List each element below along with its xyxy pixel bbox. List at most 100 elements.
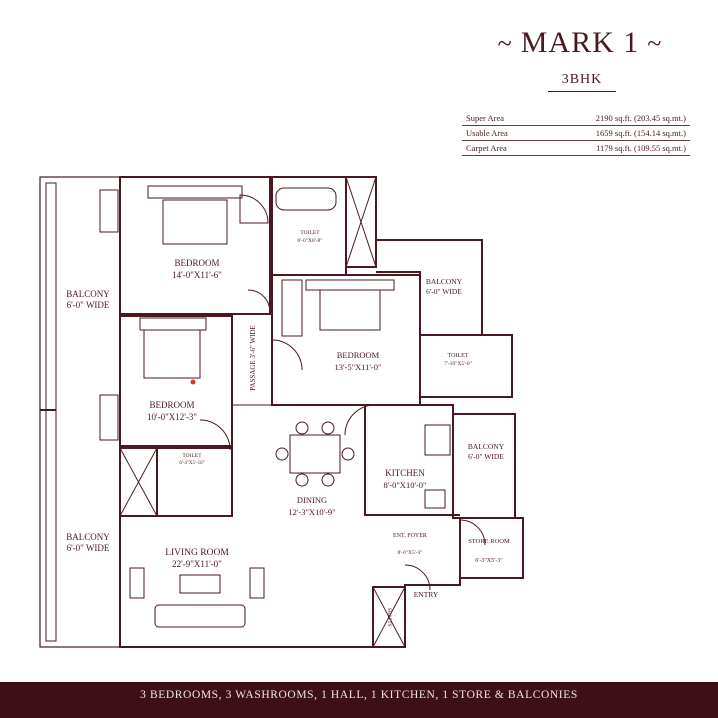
area-value: 1659 sq.ft. (154.14 sq.mt.) bbox=[538, 125, 690, 141]
kitchen-hob bbox=[424, 424, 451, 456]
furniture bbox=[99, 185, 451, 628]
bed-1 bbox=[162, 199, 228, 245]
balcony-right-mid-walls bbox=[452, 413, 516, 519]
toilet2-walls bbox=[419, 334, 513, 398]
area-row: Super Area 2190 sq.ft. (203.45 sq.mt.) bbox=[462, 111, 690, 126]
dining-size: 12'-3"X10'-9" bbox=[288, 507, 335, 517]
plan-title: ~MARK 1~ bbox=[470, 26, 690, 60]
duct-cross bbox=[119, 447, 158, 517]
bedroom1-label: BEDROOM bbox=[174, 258, 219, 268]
bed-2-headboard bbox=[305, 279, 395, 291]
area-table: Super Area 2190 sq.ft. (203.45 sq.mt.) U… bbox=[462, 111, 690, 156]
living-size: 22'-9"X11'-0" bbox=[172, 559, 222, 569]
plan-subtitle: 3BHK bbox=[548, 72, 616, 92]
living-label: LIVING ROOM bbox=[165, 548, 229, 558]
dining-chair bbox=[341, 447, 355, 461]
door-swing bbox=[459, 519, 486, 546]
balcony-right-mid-label: BALCONY bbox=[468, 442, 505, 451]
area-label: Carpet Area bbox=[462, 140, 539, 156]
dining-chair bbox=[275, 447, 289, 461]
room-labels: BEDROOM 14'-0"X11'-6" BEDROOM 13'-5"X11'… bbox=[66, 230, 510, 627]
foyer-size: 8'-0"X5'-3" bbox=[397, 550, 422, 556]
dining-table bbox=[289, 434, 341, 474]
window-bay bbox=[99, 189, 119, 233]
balcony-right-top-size: 6'-0" WIDE bbox=[426, 287, 462, 296]
balcony-left-bottom-label: BALCONY bbox=[66, 532, 110, 542]
door-swing bbox=[247, 289, 271, 313]
bed-2 bbox=[319, 289, 381, 331]
store-label: STORE ROOM bbox=[468, 538, 510, 545]
door-swing bbox=[239, 194, 269, 224]
wardrobe bbox=[281, 279, 303, 337]
toilet3-size: 6'-4"X5'-10" bbox=[179, 461, 204, 466]
bed-1-headboard bbox=[147, 185, 243, 199]
walls bbox=[39, 176, 524, 648]
foyer-label: ENT. FOYER bbox=[393, 533, 427, 539]
location-marker bbox=[190, 379, 196, 385]
store-walls bbox=[459, 517, 524, 579]
bed-3 bbox=[143, 329, 201, 379]
bedroom1-size: 14'-0"X11'-6" bbox=[172, 270, 222, 280]
title-tilde-right: ~ bbox=[647, 29, 663, 58]
toilet3-label: TOILET bbox=[182, 453, 202, 459]
kitchen-walls bbox=[364, 404, 454, 516]
toilet1-size: 6'-0"X8'-8" bbox=[297, 238, 322, 244]
armchair bbox=[249, 567, 265, 599]
title-text: MARK 1 bbox=[520, 26, 640, 59]
dining-chair bbox=[295, 473, 309, 487]
bathtub bbox=[275, 187, 337, 211]
bedroom2-walls bbox=[271, 274, 421, 406]
kitchen-size: 8'-0"X10'-0" bbox=[383, 480, 426, 490]
passage-label: PASSAGE 3'-6" WIDE bbox=[249, 325, 257, 391]
window-bay bbox=[99, 394, 119, 441]
area-row: Carpet Area 1179 sq.ft. (109.55 sq.mt.) bbox=[462, 140, 690, 156]
area-row: Usable Area 1659 sq.ft. (154.14 sq.mt.) bbox=[462, 125, 690, 141]
shaft-label: SHAFTS bbox=[386, 608, 391, 627]
balcony-right-top-label: BALCONY bbox=[426, 277, 463, 286]
shaft-cross bbox=[345, 176, 377, 268]
bedroom3-label: BEDROOM bbox=[149, 400, 194, 410]
balcony-left-bottom-size: 6'-0" WIDE bbox=[67, 543, 110, 553]
left-balcony-frame bbox=[39, 176, 121, 648]
bed-3-headboard bbox=[139, 317, 207, 331]
footer-text: 3 BEDROOMS, 3 WASHROOMS, 1 HALL, 1 KITCH… bbox=[140, 689, 578, 701]
floor-plan: BEDROOM 14'-0"X11'-6" BEDROOM 13'-5"X11'… bbox=[39, 176, 524, 648]
title-tilde-left: ~ bbox=[497, 29, 513, 58]
toilet3-walls bbox=[119, 447, 233, 517]
bedroom2-label: BEDROOM bbox=[337, 350, 380, 360]
bedroom3-walls bbox=[119, 315, 233, 447]
area-value: 2190 sq.ft. (203.45 sq.mt.) bbox=[538, 111, 690, 126]
dining-chair bbox=[321, 421, 335, 435]
dining-chair bbox=[295, 421, 309, 435]
toilet2-size: 7'-10"X5'-0" bbox=[444, 361, 472, 367]
toilet2-label: TOILET bbox=[448, 353, 469, 359]
door-swing bbox=[271, 339, 303, 371]
area-label: Usable Area bbox=[462, 125, 539, 141]
footer-bar bbox=[0, 682, 718, 718]
entry-label: ENTRY bbox=[414, 590, 439, 599]
area-value: 1179 sq.ft. (109.55 sq.mt.) bbox=[538, 140, 690, 156]
shaft-cross bbox=[372, 586, 406, 648]
dining-label: DINING bbox=[297, 495, 327, 505]
toilet1-label: TOILET bbox=[300, 230, 320, 236]
balcony-left-top-size: 6'-0" WIDE bbox=[67, 300, 110, 310]
door-swing bbox=[199, 419, 231, 451]
armchair bbox=[129, 567, 145, 599]
balcony-right-mid-size: 6'-0" WIDE bbox=[468, 452, 504, 461]
shaft-top bbox=[345, 176, 377, 268]
area-label: Super Area bbox=[462, 111, 539, 126]
left-balcony-rail bbox=[45, 182, 57, 642]
kitchen-sink bbox=[424, 489, 446, 509]
door-swing bbox=[404, 564, 431, 591]
sofa bbox=[154, 604, 246, 628]
door-swing bbox=[344, 404, 376, 436]
dining-chair bbox=[321, 473, 335, 487]
coffee-table bbox=[179, 574, 221, 594]
store-size: 6'-3"X5'-3" bbox=[475, 558, 503, 564]
door-swings bbox=[199, 194, 486, 591]
bedroom2-size: 13'-5"X11'-0" bbox=[335, 362, 382, 372]
shaft-bottom bbox=[372, 586, 406, 648]
bedroom3-size: 10'-0"X12'-3" bbox=[147, 412, 197, 422]
balcony-left-top-label: BALCONY bbox=[66, 289, 110, 299]
bedroom1-walls bbox=[119, 176, 271, 315]
